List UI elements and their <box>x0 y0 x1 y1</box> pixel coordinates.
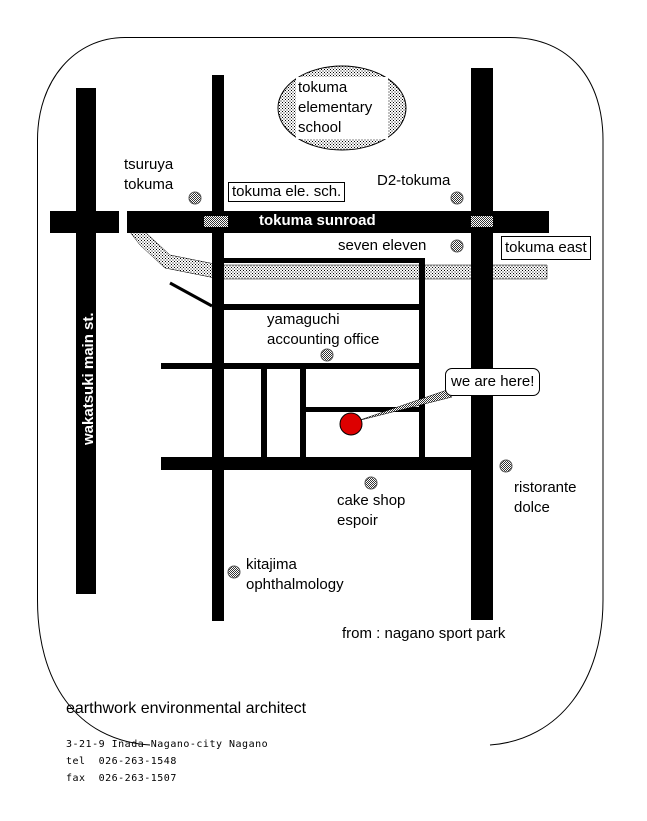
road-east-arterial <box>471 68 493 620</box>
map-border-path-left <box>37 37 151 746</box>
tokuma-east-label: tokuma east <box>501 236 591 260</box>
road-sunroad-west <box>50 211 119 233</box>
poi-seven-eleven-icon[interactable] <box>450 239 464 253</box>
road-west-arterial <box>212 75 224 621</box>
tsuruya-label-line1: tsuruya <box>124 156 174 173</box>
school-bus-stop-label: tokuma ele. sch. <box>228 182 346 202</box>
wakatsuki-main-st-label: wakatsuki main st. <box>80 312 97 445</box>
from-label: from : nagano sport park <box>342 625 506 642</box>
street-1 <box>224 258 424 263</box>
school-label-bg <box>296 77 388 139</box>
sunroad-label: tokuma sunroad <box>259 212 376 229</box>
tsuruya-label: tsuruya tokuma <box>124 155 173 195</box>
ristorante-label-line2: dolce <box>514 499 550 516</box>
address: 3-21-9 Inada Nagano-city Nagano <box>66 739 269 750</box>
d2-label: D2-tokuma <box>377 172 451 189</box>
cake-shop-label: cake shop espoir <box>337 491 405 531</box>
crossing-west <box>204 216 228 227</box>
kitajima-label-line1: kitajima <box>246 556 297 573</box>
road-sunroad <box>127 211 549 233</box>
yamaguchi-label-line2: accounting office <box>267 331 380 348</box>
poi-ristorante-icon[interactable] <box>499 459 513 473</box>
we-are-here-marker-icon[interactable] <box>339 412 363 436</box>
cake-shop-label-line2: espoir <box>337 512 378 529</box>
school-label: tokuma elementary school <box>298 78 372 138</box>
street-2 <box>419 258 425 458</box>
crossing-east <box>471 216 493 227</box>
callout-pointer <box>356 389 453 422</box>
yamaguchi-label: yamaguchi accounting office <box>267 310 379 350</box>
road-south <box>161 457 471 470</box>
company-name: earthwork environmental architect <box>66 700 307 717</box>
school-label-line2: elementary <box>298 99 373 116</box>
ristorante-label-line1: ristorante <box>514 479 577 496</box>
poi-cake-shop-icon[interactable] <box>364 476 378 490</box>
street-5 <box>261 366 267 458</box>
street-3 <box>224 304 421 310</box>
poi-d2-icon[interactable] <box>450 191 464 205</box>
poi-kitajima-icon[interactable] <box>227 565 241 579</box>
street-4 <box>161 363 421 369</box>
poi-yamaguchi-icon[interactable] <box>320 348 334 362</box>
school-label-line1: tokuma <box>298 79 348 96</box>
seven-eleven-label: seven eleven <box>338 237 427 254</box>
school-label-line3: school <box>298 119 342 136</box>
kitajima-label: kitajima ophthalmology <box>246 555 344 595</box>
street-diagonal <box>169 281 213 308</box>
fax: fax 026-263-1507 <box>66 773 177 784</box>
tsuruya-label-line2: tokuma <box>124 176 174 193</box>
ristorante-label: ristorante dolce <box>514 478 577 518</box>
poi-tsuruya-icon[interactable] <box>188 191 202 205</box>
tel: tel 026-263-1548 <box>66 756 177 767</box>
kitajima-label-line2: ophthalmology <box>246 576 344 593</box>
we-are-here-callout: we are here! <box>445 368 541 396</box>
street-7 <box>303 407 421 412</box>
yamaguchi-label-line1: yamaguchi <box>267 311 340 328</box>
map-border-path <box>125 37 604 746</box>
railway <box>129 231 548 280</box>
cake-shop-label-line1: cake shop <box>337 492 406 509</box>
